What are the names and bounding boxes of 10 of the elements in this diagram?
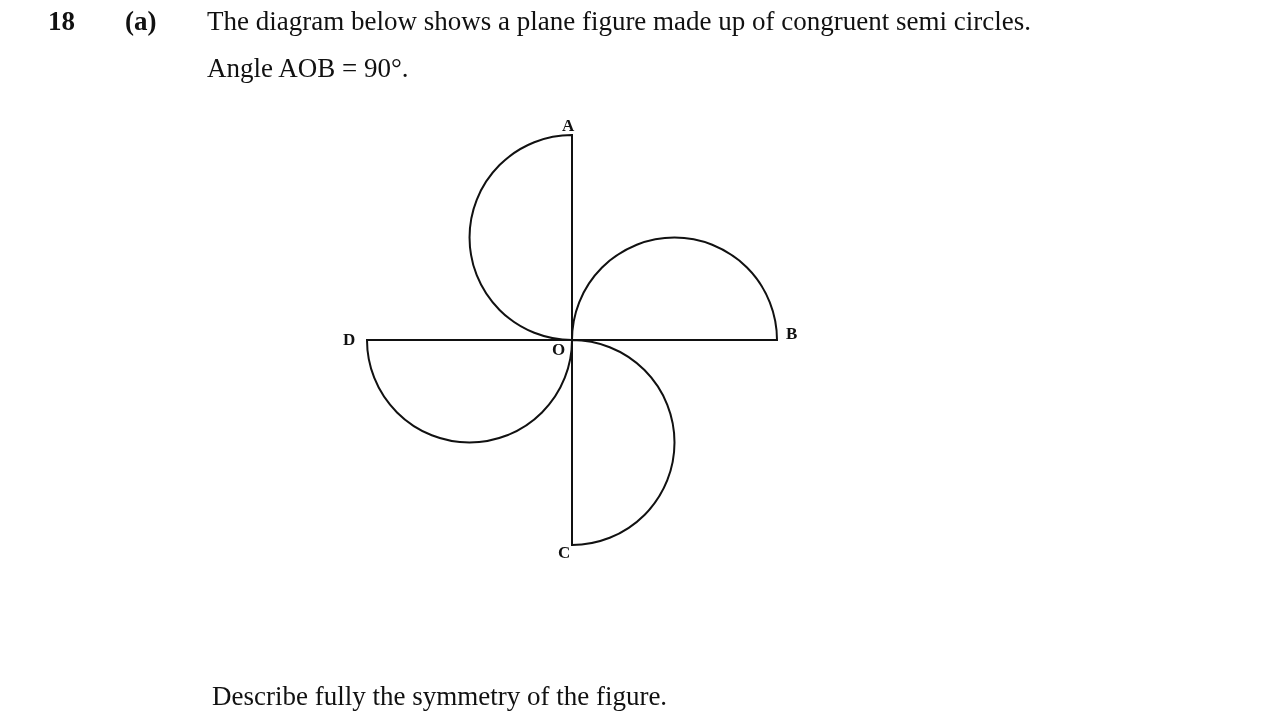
point-label: D: [343, 331, 356, 348]
point-label: C: [558, 544, 571, 561]
angle-note: Angle AOB = 90°.: [207, 55, 409, 82]
question-text: The diagram below shows a plane figure made up of congruent semi circles.: [207, 8, 1031, 35]
point-label: A: [562, 117, 575, 134]
question-prompt: Describe fully the symmetry of the figure.: [212, 683, 668, 710]
part-label: (a): [125, 8, 157, 35]
question-number: 18: [48, 8, 75, 35]
point-label: O: [552, 341, 566, 358]
point-label: B: [786, 325, 798, 342]
